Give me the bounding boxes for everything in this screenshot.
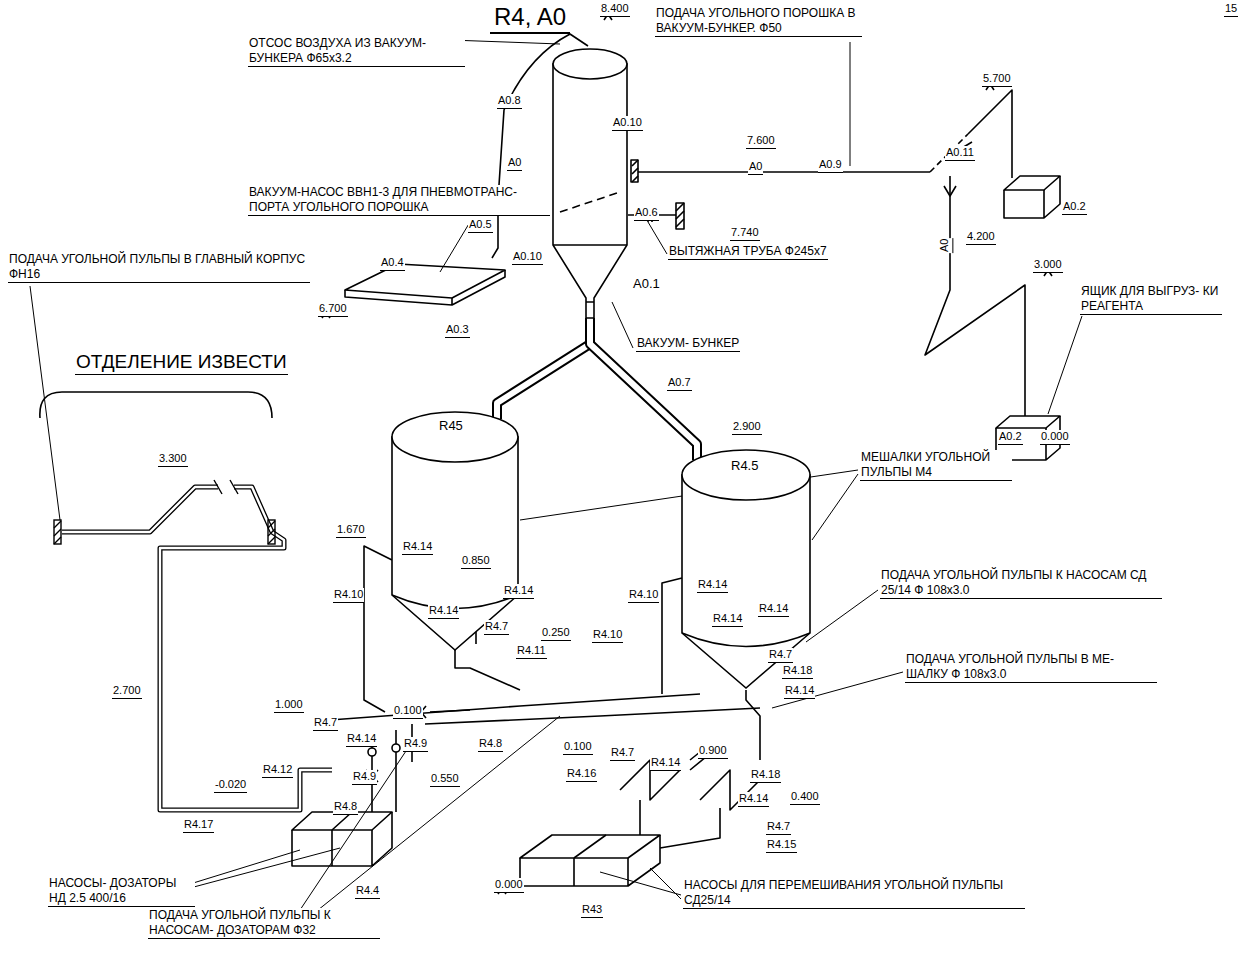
callout-label: 2.900: [732, 420, 762, 435]
diagram-title: R4, A0: [490, 2, 570, 34]
callout-label: A0.4: [380, 256, 405, 271]
callout-label: R4.7: [768, 648, 793, 663]
callout-label: R4.14: [758, 602, 789, 617]
callout-label: R4.18: [782, 664, 813, 679]
callout-label: R4.7: [766, 820, 791, 835]
callout-label: 0.100: [393, 704, 423, 719]
callout-label: R4.9: [403, 737, 428, 752]
callout-label: R4.15: [766, 838, 797, 853]
callout-label: R4.14: [503, 584, 534, 599]
callout-label: R4.14: [712, 612, 743, 627]
callout-label: R4.14: [784, 684, 815, 699]
callout-label: R4.7: [610, 746, 635, 761]
callout-label: A0: [938, 238, 953, 253]
callout-label: 0.100: [563, 740, 593, 755]
callout-label: R4.17: [183, 818, 214, 833]
callout-label: R4.14: [346, 732, 377, 747]
callout-label: ВАКУУМ- БУНКЕР: [636, 336, 740, 352]
callout-label: A0.11: [945, 146, 975, 161]
callout-label: ПОДАЧА УГОЛЬНОЙ ПУЛЬПЫ В ГЛАВНЫЙ КОРПУС …: [8, 252, 310, 283]
callout-label: 0.550: [430, 772, 460, 787]
callout-label: ОТДЕЛЕНИЕ ИЗВЕСТИ: [75, 350, 288, 375]
callout-label: НАСОСЫ ДЛЯ ПЕРЕМЕШИВАНИЯ УГОЛЬНОЙ ПУЛЬПЫ…: [683, 878, 1025, 909]
callout-label: ВАКУУМ-НАСОС ВВН1-3 ДЛЯ ПНЕВМОТРАНС- ПОР…: [248, 185, 550, 216]
callout-label: R4.10: [592, 628, 623, 643]
callout-label: A0.6: [634, 206, 659, 221]
callout-label: R4.7: [313, 716, 338, 731]
callout-label: R4.8: [333, 800, 358, 815]
callout-label: R4.14: [738, 792, 769, 807]
callout-label: R4.14: [697, 578, 728, 593]
callout-label: R4.8: [478, 737, 503, 752]
callout-label: A0.3: [445, 323, 470, 338]
equipment-tag: R45: [438, 418, 464, 434]
callout-label: 3.000: [1033, 258, 1063, 273]
callout-label: A0.7: [667, 376, 692, 391]
callout-label: A0.9: [818, 158, 843, 173]
callout-label: ПОДАЧА УГОЛЬНОГО ПОРОШКА В ВАКУУМ-БУНКЕР…: [655, 6, 862, 37]
vacuum-bunker: A0.1: [550, 40, 630, 318]
callout-label: R4.10: [333, 588, 364, 603]
callout-label: -0.020: [214, 778, 247, 793]
callout-label: A0.10: [512, 250, 543, 265]
callout-label: R4.14: [402, 540, 433, 555]
callout-label: 0.000: [1040, 430, 1070, 445]
callout-label: 4.200: [966, 230, 996, 245]
callout-label: 2.700: [112, 684, 142, 699]
callout-label: A0.2: [998, 430, 1023, 445]
callout-label: A0.8: [497, 94, 522, 109]
callout-label: R4.10: [628, 588, 659, 603]
callout-label: R4.7: [484, 620, 509, 635]
bunker-outline: [550, 40, 630, 318]
callout-label: ЯЩИК ДЛЯ ВЫГРУЗ- КИ РЕАГЕНТА: [1080, 284, 1222, 315]
callout-label: A0.10: [612, 116, 643, 131]
callout-label: 0.900: [698, 744, 728, 759]
callout-label: НАСОСЫ- ДОЗАТОРЫ НД 2.5 400/16: [48, 876, 195, 907]
callout-label: R4.12: [262, 763, 293, 778]
callout-label: 1.670: [336, 523, 366, 538]
callout-label: МЕШАЛКИ УГОЛЬНОЙ ПУЛЬПЫ М4: [860, 450, 1012, 481]
callout-label: ПОДАЧА УГОЛЬНОЙ ПУЛЬПЫ К НАСОСАМ- ДОЗАТО…: [148, 908, 380, 939]
callout-label: 6.700: [318, 302, 348, 317]
callout-label: R4.16: [566, 767, 597, 782]
callout-label: R43: [581, 903, 603, 918]
callout-label: A0: [507, 156, 522, 171]
callout-label: R4.9: [352, 770, 377, 785]
callout-label: A0.5: [468, 218, 493, 233]
callout-label: ПОДАЧА УГОЛЬНОЙ ПУЛЬПЫ В МЕ- ШАЛКУ Ф 108…: [905, 652, 1157, 683]
callout-label: R4.14: [428, 604, 459, 619]
callout-label: 5.700: [982, 72, 1012, 87]
callout-label: 0.250: [541, 626, 571, 641]
callout-label: 0.000: [494, 878, 524, 893]
equipment-tag: A0.1: [632, 276, 661, 292]
callout-label: A0: [748, 160, 763, 175]
callout-label: R4.11: [516, 644, 547, 659]
callout-label: ПОДАЧА УГОЛЬНОЙ ПУЛЬПЫ К НАСОСАМ СД 25/1…: [880, 568, 1162, 599]
callout-label: 1.000: [274, 698, 304, 713]
callout-label: 8.400: [600, 2, 630, 17]
pipe-connector: [497, 318, 590, 419]
callout-label: ВЫТЯЖНАЯ ТРУБА Ф245x7: [668, 244, 828, 260]
callout-label: 0.850: [461, 554, 491, 569]
callout-label: 0.400: [790, 790, 820, 805]
equipment-tag: R4.5: [730, 458, 759, 474]
callout-label: A0.2: [1062, 200, 1087, 215]
callout-label: 7.740: [730, 226, 760, 241]
callout-label: 15: [1224, 2, 1238, 17]
callout-label: R4.14: [650, 756, 681, 771]
callout-label: R4.4: [355, 884, 380, 899]
callout-label: 3.300: [158, 452, 188, 467]
callout-label: R4.18: [750, 768, 781, 783]
callout-label: ОТСОС ВОЗДУХА ИЗ ВАКУУМ- БУНКЕРА Ф65x3.2: [248, 36, 465, 67]
callout-label: 7.600: [746, 134, 776, 149]
